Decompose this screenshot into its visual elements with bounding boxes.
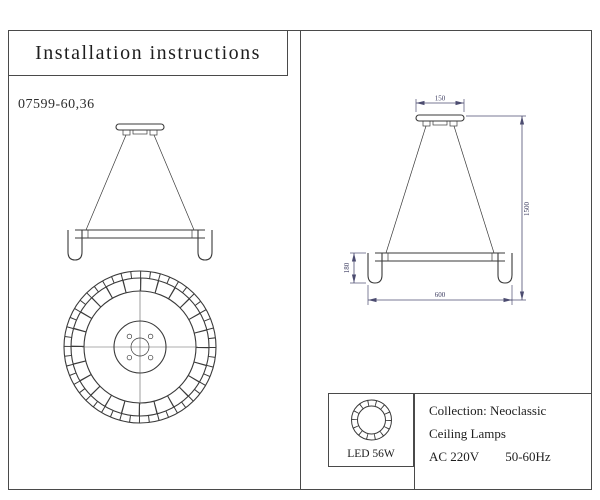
electrical-spec-label: AC 220V 50-60Hz (429, 445, 551, 468)
center-lines (82, 289, 198, 405)
dim-ring-height-label: 180 (343, 262, 351, 273)
frequency-label: 50-60Hz (505, 449, 551, 464)
spec-cell-left-border (414, 393, 415, 490)
dimension-ring-height: 180 (343, 252, 366, 284)
spec-cell-top-border (414, 393, 592, 394)
dim-canopy-width-label: 150 (435, 95, 446, 103)
led-ring-icon (350, 399, 392, 441)
center-hub (113, 320, 167, 374)
dim-ring-diameter-label: 600 (435, 291, 446, 299)
ceiling-canopy (115, 123, 165, 136)
led-wattage-label: LED 56W (347, 448, 395, 460)
dimensioned-view-drawing: 150 1500 180 600 (343, 95, 531, 305)
model-number: 07599-60,36 (18, 97, 95, 112)
ceiling-canopy (415, 114, 465, 127)
front-view-drawing (67, 123, 213, 261)
voltage-label: AC 220V (429, 449, 480, 464)
spec-info: Collection: Neoclassic Ceiling Lamps AC … (429, 399, 551, 468)
top-view-drawing (63, 270, 217, 424)
title-box: Installation instructions (8, 30, 288, 76)
dimension-ring-diameter: 600 (367, 285, 513, 305)
ring-side-view (67, 229, 213, 261)
dimension-canopy-width: 150 (415, 95, 465, 112)
page-title: Installation instructions (35, 41, 261, 64)
suspension-wires (385, 125, 495, 254)
ring-side-view (367, 252, 513, 284)
dim-total-height-label: 1500 (523, 202, 531, 217)
vertical-divider (300, 30, 301, 490)
led-spec-box: LED 56W (328, 393, 414, 467)
suspension-wires (85, 134, 195, 231)
lamp-type-label: Ceiling Lamps (429, 426, 506, 441)
collection-label: Collection: Neoclassic (429, 403, 547, 418)
